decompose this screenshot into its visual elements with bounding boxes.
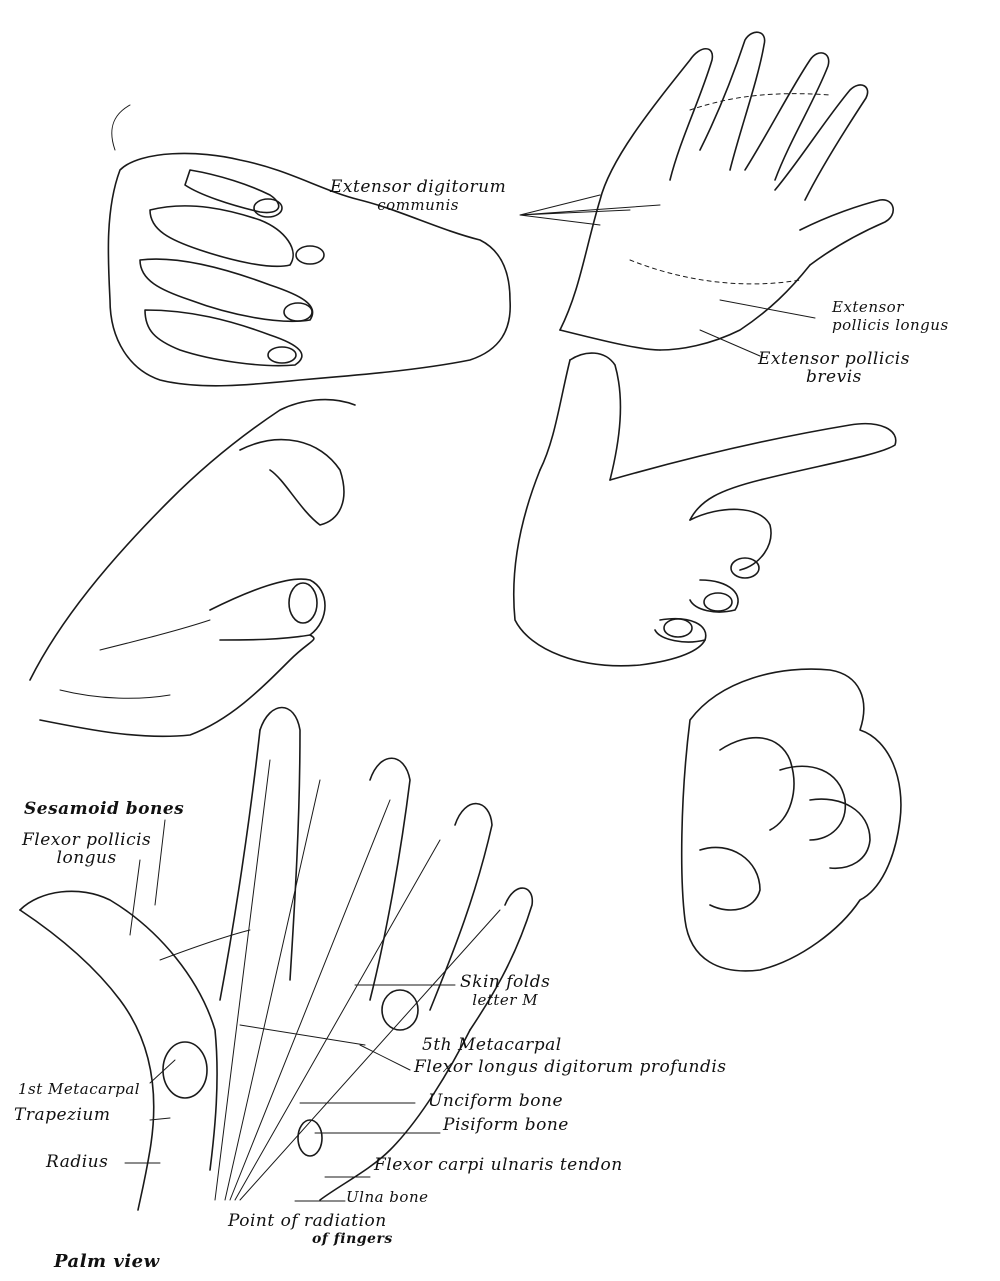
label-flexor-carpi-ulnaris: Flexor carpi ulnaris tendon bbox=[374, 1155, 623, 1175]
label-sesamoid-bones: Sesamoid bones bbox=[24, 799, 185, 819]
label-flexor-longus-digitorum: Flexor longus digitorum profundis bbox=[414, 1057, 727, 1077]
label-extensor-pollicis-brevis: Extensor pollicis brevis bbox=[758, 349, 910, 387]
label-skin-folds: Skin folds letter M bbox=[460, 972, 551, 1009]
pointing-hand-drawing bbox=[512, 352, 897, 667]
label-extensor-pollicis-longus: Extensor pollicis longus bbox=[832, 298, 949, 334]
label-flexor-pollicis-longus: Flexor pollicis longus bbox=[22, 830, 152, 868]
figure-caption: Palm view bbox=[54, 1251, 160, 1272]
dorsal-hand-drawing bbox=[519, 31, 894, 357]
label-first-metacarpal: 1st Metacarpal bbox=[18, 1080, 141, 1098]
label-radius: Radius bbox=[46, 1152, 109, 1172]
label-extensor-digitorum: Extensor digitorum communis bbox=[330, 177, 507, 214]
label-fifth-metacarpal: 5th Metacarpal bbox=[422, 1035, 562, 1055]
pinching-hand-drawing bbox=[29, 398, 356, 738]
palm-skeleton-drawing bbox=[19, 706, 533, 1211]
label-unciform-bone: Unciform bone bbox=[428, 1091, 564, 1111]
fist-drawing bbox=[680, 668, 902, 972]
label-trapezium: Trapezium bbox=[14, 1105, 111, 1125]
label-pisiform-bone: Pisiform bone bbox=[443, 1115, 569, 1135]
cupped-hand-drawing bbox=[107, 104, 511, 387]
label-point-of-radiation: Point of radiation of fingers bbox=[228, 1211, 393, 1247]
label-ulna-bone: Ulna bone bbox=[346, 1188, 429, 1206]
leader-lines bbox=[124, 819, 456, 1202]
